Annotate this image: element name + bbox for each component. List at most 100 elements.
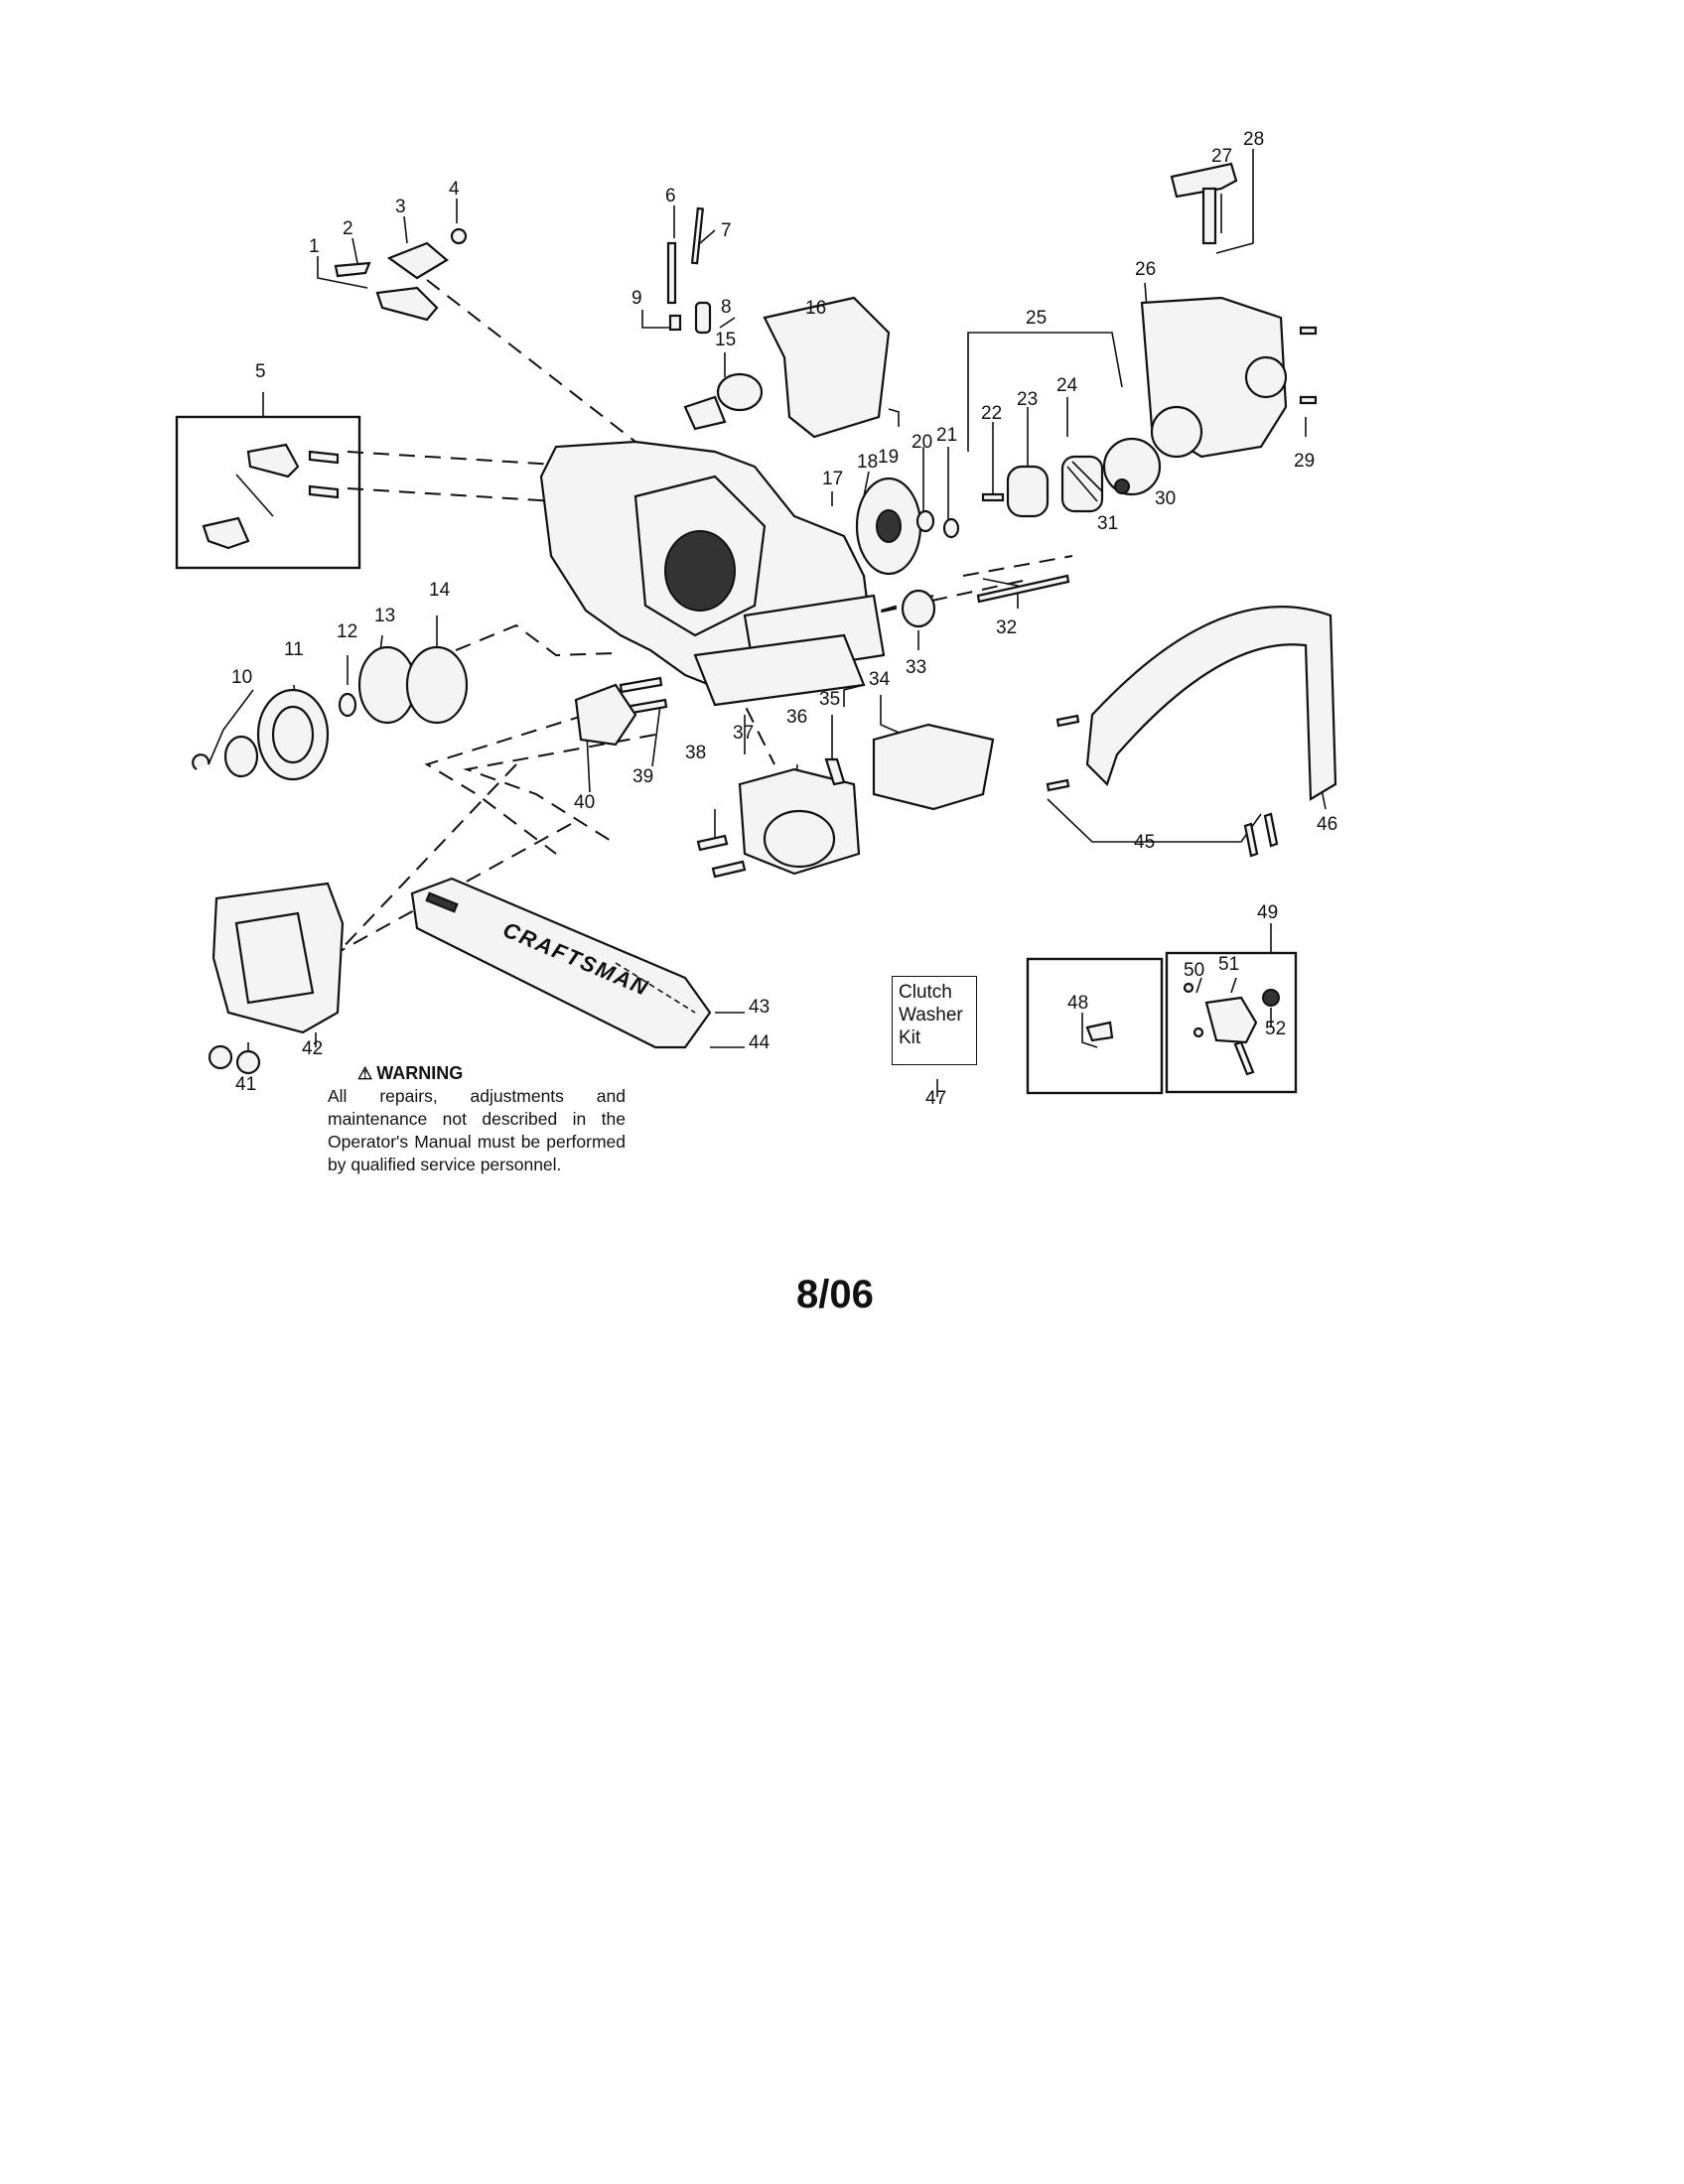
cylinder-shroud [763,296,891,439]
washer-12 [338,692,357,718]
label-29: 29 [1294,451,1315,472]
label-51: 51 [1218,954,1239,975]
label-45: 45 [1134,832,1155,853]
label-48: 48 [1067,993,1088,1014]
front-handle [1085,606,1337,801]
bolt-38a [696,834,729,852]
kit-box-48 [1026,957,1164,1095]
label-47: 47 [925,1088,946,1109]
switch-nut [450,227,468,245]
label-42: 42 [302,1038,323,1059]
spring-35 [824,757,846,786]
leader-lines [208,149,1327,1097]
label-43: 43 [749,997,770,1018]
screw-22 [981,492,1005,502]
date-code: 8/06 [796,1273,874,1316]
kit-box-5 [175,415,361,570]
pin-29a [1299,326,1318,336]
label-38: 38 [685,743,706,763]
part-shapes [175,162,1337,1075]
guide-bar [410,877,712,1049]
label-49: 49 [1257,902,1278,923]
bolt-38b [711,860,747,879]
label-4: 4 [449,179,460,200]
nut-41b [235,1049,261,1075]
label-33: 33 [906,657,926,678]
spring-clip [334,261,371,278]
pulley-23 [1006,465,1050,518]
label-46: 46 [1317,814,1337,835]
warning-note: ⚠WARNING All repairs, adjustments and ma… [328,1062,626,1176]
label-31: 31 [1097,513,1118,534]
label-15: 15 [715,330,736,350]
ignition-switch [386,241,449,280]
chain-brake [872,723,995,811]
starter-pawl [1102,437,1162,496]
fuel-filter [694,301,712,335]
label-8: 8 [721,297,732,318]
plate-14 [405,645,469,725]
bar-plate [574,683,637,747]
label-37: 37 [733,723,754,744]
label-7: 7 [721,220,732,241]
screw-45d [1263,812,1279,848]
warning-heading: ⚠WARNING [357,1062,626,1085]
clutch-washer-kit-box: Clutch Washer Kit [892,976,977,1065]
label-22: 22 [981,403,1002,424]
label-17: 17 [822,469,843,489]
label-21: 21 [936,425,957,446]
fuel-cap [716,372,764,412]
rod-32 [976,574,1070,604]
label-2: 2 [343,218,353,239]
label-40: 40 [574,792,595,813]
plug-52 [1262,989,1280,1007]
label-1: 1 [309,236,320,257]
throttle-lever [375,286,439,322]
label-24: 24 [1056,375,1078,396]
label-13: 13 [374,606,395,626]
screw-45c [1243,822,1259,858]
label-5: 5 [255,361,266,382]
warning-title: WARNING [376,1063,464,1083]
label-23: 23 [1017,389,1038,410]
label-28: 28 [1243,129,1264,150]
label-19: 19 [878,447,899,468]
kit-boxes [1026,951,1298,1095]
label-14: 14 [429,580,451,601]
label-3: 3 [395,197,406,217]
label-44: 44 [749,1032,771,1053]
label-50: 50 [1184,960,1204,981]
label-34: 34 [869,669,891,690]
label-39: 39 [632,766,653,787]
label-32: 32 [996,617,1017,638]
label-26: 26 [1135,259,1156,280]
kit-box-49 [1165,951,1298,1094]
label-27: 27 [1211,146,1232,167]
kit-line-1: Clutch [899,982,952,1003]
label-30: 30 [1155,488,1176,509]
label-11: 11 [284,639,304,660]
label-20: 20 [912,432,932,453]
part-number-labels: 1 2 3 4 5 6 7 8 9 10 11 12 13 14 15 16 1… [231,129,1337,1109]
label-16: 16 [805,298,826,319]
nut-41a [208,1044,233,1070]
rod-7 [690,206,705,265]
pin-29b [1299,395,1318,405]
label-36: 36 [786,707,807,728]
washer-10b [223,735,259,778]
label-41: 41 [235,1074,256,1095]
label-12: 12 [337,621,357,642]
choke-rod [666,241,677,305]
stud-39a [619,676,663,694]
label-25: 25 [1026,308,1047,329]
oil-pump [1204,996,1258,1044]
oil-cap [901,589,936,628]
warning-triangle-icon: ⚠ [357,1064,373,1083]
label-6: 6 [665,186,676,206]
kit-line-2: Washer [899,1005,963,1025]
label-35: 35 [819,689,840,710]
label-10: 10 [231,667,252,688]
recoil-30 [1150,405,1203,459]
label-9: 9 [632,288,642,309]
